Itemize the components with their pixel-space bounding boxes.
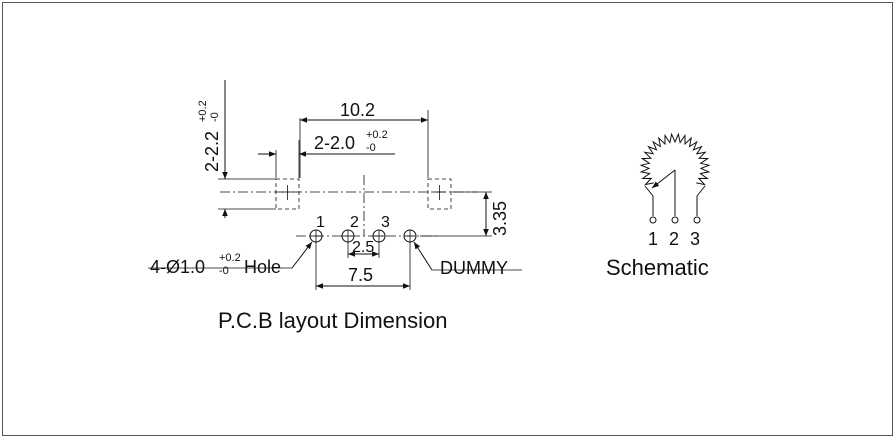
schematic-wiper bbox=[651, 169, 676, 189]
dim-10-2-label: 10.2 bbox=[340, 100, 375, 120]
hole-pin-3 bbox=[403, 229, 417, 243]
schematic-terminal-1 bbox=[649, 216, 657, 224]
dummy-label: DUMMY bbox=[440, 258, 508, 278]
dim-pad-height-group: 2-2.2 +0.2 -0 bbox=[197, 100, 222, 172]
schematic-pin-2-label: 2 bbox=[669, 229, 679, 249]
schematic-pin-1-label: 1 bbox=[648, 229, 658, 249]
schematic: 1 2 3 Schematic bbox=[606, 132, 711, 280]
schematic-caption: Schematic bbox=[606, 255, 709, 280]
schematic-lead-3-bend bbox=[696, 185, 706, 197]
pcb-pin-2-label: 2 bbox=[350, 214, 359, 231]
dim-pad-tol-low: -0 bbox=[366, 142, 376, 154]
dim-pad-height-tol-low: -0 bbox=[209, 112, 221, 122]
dim-span-label: 7.5 bbox=[348, 265, 373, 285]
dim-335-label: 3.35 bbox=[490, 201, 510, 236]
right-pad bbox=[427, 178, 452, 210]
dim-pitch-label: 2.5 bbox=[352, 239, 374, 256]
hole-dummy-left bbox=[309, 229, 323, 243]
dim-pad-tol: +0.2 bbox=[366, 129, 388, 141]
potentiometer-resistor-arc bbox=[639, 132, 711, 186]
hole-label-suffix: Hole bbox=[244, 257, 281, 277]
schematic-terminal-3 bbox=[693, 216, 701, 224]
hole-tol-low: -0 bbox=[219, 265, 229, 277]
hole-label-prefix: 4-Ø1.0 bbox=[150, 257, 205, 277]
hole-tol: +0.2 bbox=[219, 252, 241, 264]
dim-pad-height-label: 2-2.2 bbox=[202, 131, 222, 172]
pcb-pin-1-label: 1 bbox=[316, 214, 325, 231]
left-pad bbox=[275, 178, 300, 210]
dim-pad-height-tol: +0.2 bbox=[197, 100, 209, 122]
pcb-pin-3-label: 3 bbox=[381, 214, 390, 231]
schematic-terminal-2 bbox=[671, 216, 679, 224]
dim-pad-label: 2-2.0 bbox=[314, 133, 355, 153]
hole-pin-2 bbox=[372, 229, 386, 243]
schematic-pin-3-label: 3 bbox=[690, 229, 700, 249]
dim-335-group: 3.35 bbox=[490, 201, 510, 236]
hole-leader-arrow bbox=[291, 241, 313, 269]
hole-label: 4-Ø1.0 bbox=[150, 257, 205, 277]
pcb-layout: 10.2 2-2.0 +0.2 -0 2-2.2 +0.2 -0 3.35 bbox=[148, 80, 522, 333]
pcb-caption: P.C.B layout Dimension bbox=[218, 308, 448, 333]
schematic-lead-1-bend bbox=[644, 185, 654, 197]
dummy-leader-arrow bbox=[413, 241, 433, 271]
